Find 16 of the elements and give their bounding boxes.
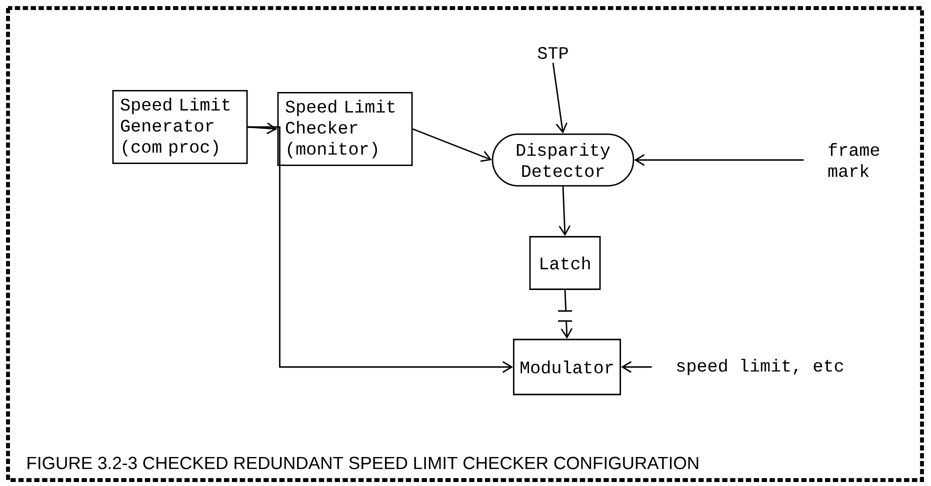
arrow bbox=[248, 122, 278, 134]
arrow bbox=[558, 186, 570, 236]
arrow bbox=[621, 361, 652, 373]
arrow bbox=[412, 128, 492, 162]
process-box: Modulator bbox=[512, 338, 622, 396]
arrow bbox=[552, 62, 568, 134]
arrow bbox=[248, 126, 513, 373]
arrow bbox=[634, 154, 804, 166]
figure-caption: FIGURE 3.2-3 CHECKED REDUNDANT SPEED LIMIT CHECKER CONFIGURATION bbox=[28, 456, 698, 470]
arrow bbox=[560, 290, 572, 339]
signal-label: STP bbox=[538, 47, 568, 59]
signal-label: frame mark bbox=[828, 143, 880, 177]
process-box: Latch bbox=[529, 236, 601, 290]
process-box: Speed Limit Checker (monitor) bbox=[277, 92, 413, 166]
signal-label: speed limit, etc bbox=[677, 358, 844, 376]
process-box: Speed Limit Generator (com proc) bbox=[112, 90, 248, 164]
